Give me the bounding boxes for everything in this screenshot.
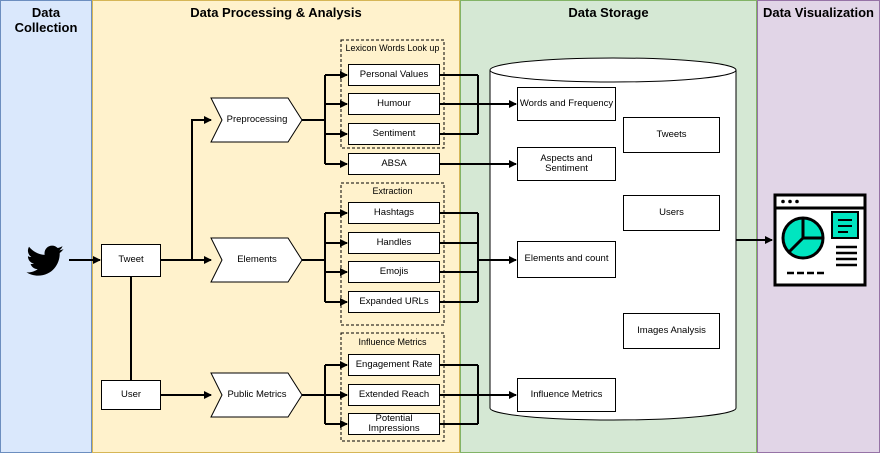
lane-title-storage: Data Storage [568,5,649,20]
engagement-rate-node: Engagement Rate [348,354,440,376]
sentiment-node: Sentiment [348,123,440,145]
extraction-group-title: Extraction [372,186,413,196]
extended-reach-node: Extended Reach [348,384,440,406]
emojis-node: Emojis [348,261,440,283]
words-frequency-store: Words and Frequency [517,87,616,121]
extraction-group-frame [340,182,445,326]
elements-chevron-shape [210,237,303,283]
influence-group-frame [340,332,445,442]
public-metrics-step: Public Metrics [227,388,287,400]
hashtags-node: Hashtags [348,202,440,224]
dashboard-icon [773,193,867,287]
public-metrics-chevron-shape [210,372,303,418]
absa-node: ABSA [348,153,440,175]
lexicon-group-title: Lexicon Words Look up [345,43,440,53]
lane-title-processing: Data Processing & Analysis [190,5,362,20]
lexicon-group-frame [340,39,445,149]
images-analysis-store: Images Analysis [623,313,720,349]
tweet-node: Tweet [101,244,161,277]
lane-data-collection: Data Collection [0,0,92,453]
tweets-store: Tweets [623,117,720,153]
influence-metrics-store: Influence Metrics [517,378,616,412]
elements-step: Elements [237,253,277,265]
lane-title-collection: Data Collection [14,5,78,35]
potential-impressions-node: Potential Impressions [348,413,440,435]
preprocessing-chevron-shape [210,97,303,143]
twitter-bird-icon [26,245,64,276]
elements-count-store: Elements and count [517,241,616,278]
user-node: User [101,380,161,410]
handles-node: Handles [348,232,440,254]
users-store: Users [623,195,720,231]
humour-node: Humour [348,93,440,115]
expanded-urls-node: Expanded URLs [348,291,440,313]
preprocessing-step: Preprocessing [226,113,288,125]
lane-title-visualization: Data Visualization [762,5,874,20]
influence-group-title: Influence Metrics [358,337,427,347]
aspects-sentiment-store: Aspects and Sentiment [517,147,616,181]
personal-values-node: Personal Values [348,64,440,86]
